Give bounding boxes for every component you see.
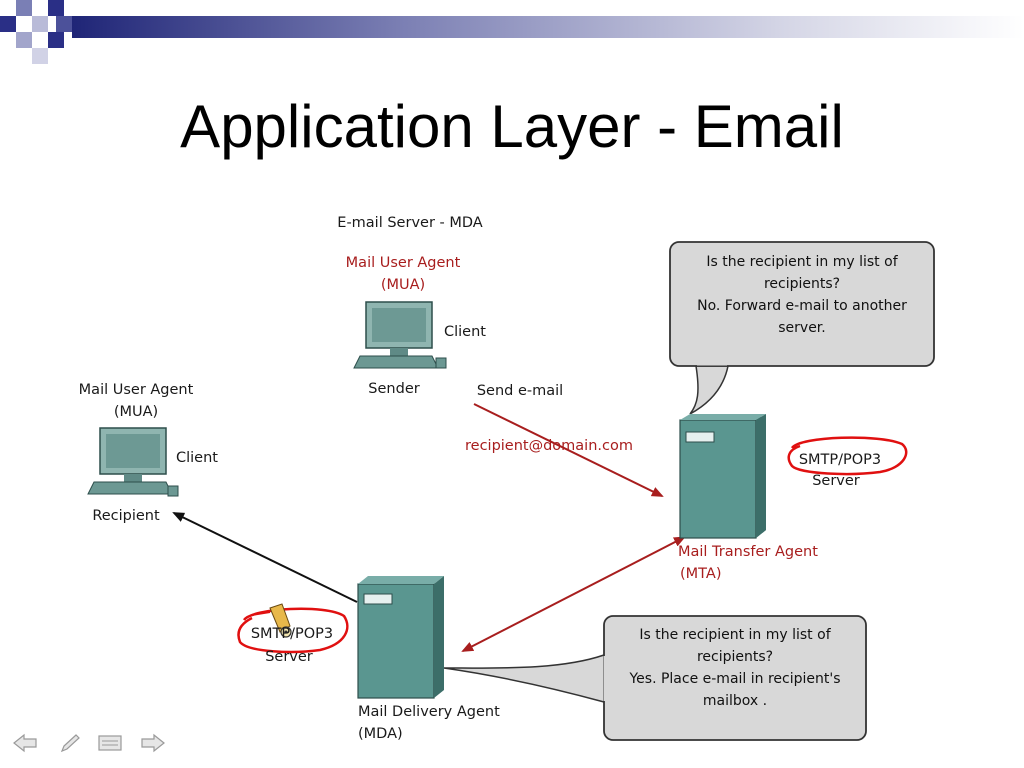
mda-server-icon [357, 576, 444, 699]
recipient-client-label: Client [176, 450, 218, 466]
recipient-agent-abbr: (MUA) [113, 404, 159, 420]
email-server-mda-label: E-mail Server - MDA [337, 215, 483, 231]
bubble-bottom-text: Is the recipient in my list of recipient… [606, 624, 864, 712]
bubble-top-line: recipients? [763, 276, 841, 292]
slide-banner [0, 0, 1024, 64]
mta-server-label: Server [812, 473, 860, 489]
mta-agent-abbr: (MTA) [680, 566, 722, 582]
slide-menu-icon[interactable] [96, 732, 124, 754]
previous-arrow-icon[interactable] [12, 732, 40, 754]
pen-icon[interactable] [56, 732, 84, 754]
recipient-computer-icon [87, 427, 179, 497]
speech-bubble-top [669, 241, 935, 415]
deliver-arrow [172, 512, 358, 603]
pen-cursor-icon [269, 603, 292, 638]
mta-mda-arrow [461, 536, 686, 652]
bubble-top-line: server. [778, 320, 826, 336]
mda-server-label: Server [265, 649, 313, 665]
next-arrow-icon[interactable] [138, 732, 166, 754]
sender-computer-icon [353, 301, 447, 369]
sender-agent-abbr: (MUA) [380, 277, 426, 293]
recipient-role-label: Recipient [92, 508, 160, 524]
bubble-bottom-line: Is the recipient in my list of [639, 627, 831, 643]
bubble-bottom-line: Yes. Place e-mail in recipient's [629, 671, 841, 687]
annotation-circle-mda [237, 607, 349, 654]
annotation-circle-mta [787, 436, 908, 476]
mta-server-type-label: SMTP/POP3 [798, 452, 882, 468]
sender-client-label: Client [444, 324, 486, 340]
sender-agent-label: Mail User Agent [345, 255, 461, 271]
mta-agent-label: Mail Transfer Agent [678, 544, 818, 560]
bubble-top-line: No. Forward e-mail to another [697, 298, 907, 314]
mda-agent-abbr: (MDA) [358, 726, 403, 742]
bubble-top-line: Is the recipient in my list of [706, 254, 898, 270]
bubble-bottom-line: mailbox . [702, 693, 768, 709]
recipient-address-label: recipient@domain.com [465, 438, 633, 454]
recipient-agent-label: Mail User Agent [78, 382, 194, 398]
mda-agent-label: Mail Delivery Agent [358, 704, 500, 720]
mta-server-icon [679, 414, 766, 539]
slide-title: Application Layer - Email [180, 93, 844, 160]
mda-server-type-label: SMTP/POP3 [250, 626, 334, 642]
bubble-bottom-line: recipients? [696, 649, 774, 665]
sender-role-label: Sender [368, 381, 420, 397]
bubble-top-text: Is the recipient in my list of recipient… [672, 251, 932, 339]
send-email-label: Send e-mail [476, 383, 564, 399]
send-arrow [473, 403, 664, 497]
